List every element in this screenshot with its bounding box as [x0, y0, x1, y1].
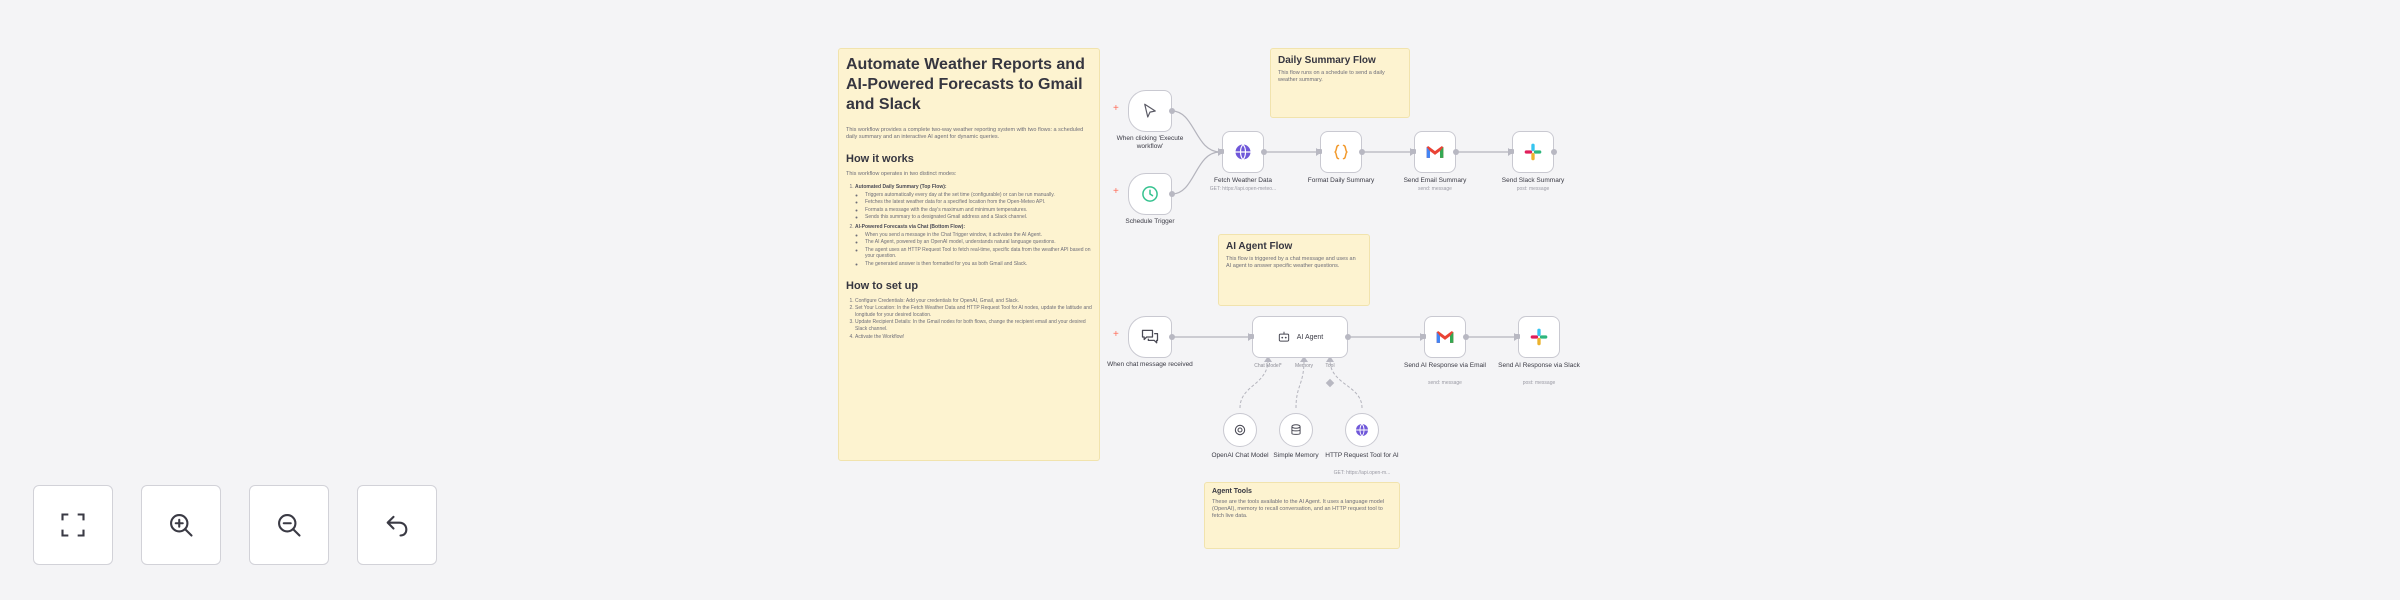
slack-icon	[1530, 328, 1548, 346]
how-step: Automated Daily Summary (Top Flow): Trig…	[855, 184, 1092, 221]
agent-tools-body: These are the tools available to the AI …	[1212, 499, 1385, 519]
setup-step: Activate the Workflow!	[855, 334, 1092, 341]
robot-icon	[1278, 331, 1289, 342]
http-tool-node[interactable]	[1345, 413, 1379, 447]
slack-icon	[1524, 143, 1542, 161]
add-trigger-icon[interactable]: +	[1113, 329, 1119, 340]
send-ai-slack-node[interactable]	[1515, 316, 1560, 358]
send-slack-summary-label: Send Slack Summary	[1501, 177, 1565, 184]
manual-trigger-node[interactable]	[1128, 90, 1175, 132]
ai-agent-node[interactable]: AI Agent	[1249, 316, 1351, 358]
how-it-works-list: Automated Daily Summary (Top Flow): Trig…	[846, 184, 1092, 268]
send-email-summary-label: Send Email Summary	[1403, 177, 1467, 184]
setup-step: Set Your Location: In the Fetch Weather …	[855, 305, 1092, 318]
send-slack-summary-node[interactable]	[1509, 131, 1557, 173]
send-ai-email-label: Send AI Response via Email	[1403, 362, 1487, 369]
setup-step: Configure Credentials: Add your credenti…	[855, 298, 1092, 305]
daily-summary-title: Daily Summary Flow	[1278, 55, 1376, 66]
braces-icon	[1334, 144, 1348, 160]
send-slack-summary-sub: post: message	[1516, 186, 1550, 192]
daily-summary-note[interactable]: Daily Summary Flow This flow runs on a s…	[1270, 48, 1410, 118]
how-step-bullet: Triggers automatically every day at the …	[865, 192, 1092, 199]
send-ai-email-node[interactable]	[1421, 316, 1469, 358]
database-icon	[1291, 424, 1301, 435]
cursor-icon	[1144, 103, 1156, 118]
manual-trigger-label: When clicking 'Execute workflow'	[1116, 135, 1184, 150]
schedule-trigger-label: Schedule Trigger	[1125, 218, 1175, 225]
setup-heading: How to set up	[846, 279, 919, 292]
how-step-title: AI-Powered Forecasts via Chat (Bottom Fl…	[855, 223, 966, 230]
send-email-summary-node[interactable]	[1411, 131, 1459, 173]
chat-icon	[1141, 329, 1159, 344]
zoom-in-button[interactable]	[141, 485, 221, 565]
port-tool-label: Tool	[1325, 363, 1335, 369]
zoom-out-button[interactable]	[249, 485, 329, 565]
fit-view-button[interactable]	[33, 485, 113, 565]
chat-trigger-label: When chat message received	[1107, 361, 1193, 368]
ai-agent-note-title: AI Agent Flow	[1226, 241, 1293, 252]
add-trigger-icon[interactable]: +	[1113, 103, 1119, 114]
agent-tools-title: Agent Tools	[1212, 488, 1252, 495]
memory-label: Simple Memory	[1273, 452, 1319, 459]
clock-icon	[1142, 186, 1158, 202]
http-tool-label: HTTP Request Tool for AI	[1325, 452, 1399, 459]
format-summary-node[interactable]	[1317, 131, 1365, 173]
openai-model-label: OpenAI Chat Model	[1211, 452, 1269, 459]
how-it-works-intro: This workflow operates in two distinct m…	[846, 171, 957, 177]
undo-icon	[386, 515, 408, 537]
send-ai-email-sub: send: message	[1428, 380, 1462, 386]
how-step-bullet: The generated answer is then formatted f…	[865, 261, 1092, 268]
http-tool-sub: GET: https://api.open-m...	[1333, 470, 1391, 476]
send-email-summary-sub: send: message	[1418, 186, 1452, 192]
workflow-intro: This workflow provides a complete two-wa…	[846, 127, 1084, 140]
how-step-bullet: The agent uses an HTTP Request Tool to f…	[865, 247, 1092, 260]
how-step-bullet: When you send a message in the Chat Trig…	[865, 232, 1092, 239]
daily-summary-body: This flow runs on a schedule to send a d…	[1278, 70, 1385, 83]
fetch-weather-sub: GET: https://api.open-meteo...	[1209, 186, 1277, 192]
undo-button[interactable]	[357, 485, 437, 565]
port-memory-label: Memory	[1294, 363, 1314, 369]
globe-icon	[1235, 144, 1251, 160]
chat-trigger-node[interactable]	[1128, 316, 1175, 358]
ai-agent-label: AI Agent	[1296, 333, 1324, 341]
how-step-bullet: Sends this summary to a designated Gmail…	[865, 214, 1092, 221]
memory-node[interactable]	[1279, 413, 1313, 447]
how-step-title: Automated Daily Summary (Top Flow):	[855, 184, 947, 190]
send-ai-slack-label: Send AI Response via Slack	[1498, 362, 1580, 369]
fetch-weather-label: Fetch Weather Data	[1213, 177, 1273, 184]
openai-icon	[1234, 424, 1246, 436]
send-ai-slack-sub: post: message	[1522, 380, 1556, 386]
setup-step: Update Recipient Details: In the Gmail n…	[855, 319, 1092, 332]
how-step-bullet: The AI Agent, powered by an OpenAI model…	[865, 239, 1092, 246]
ai-agent-note-body: This flow is triggered by a chat message…	[1226, 256, 1356, 269]
fit-view-icon	[61, 513, 85, 537]
fetch-weather-node[interactable]	[1219, 131, 1267, 173]
how-step-bullet: Formats a message with the day's maximum…	[865, 207, 1092, 214]
schedule-trigger-node[interactable]	[1128, 173, 1175, 215]
zoom-in-icon	[170, 514, 193, 537]
agent-tools-note[interactable]: Agent Tools These are the tools availabl…	[1204, 482, 1400, 549]
add-trigger-icon[interactable]: +	[1113, 186, 1119, 197]
format-summary-label: Format Daily Summary	[1307, 177, 1375, 184]
how-step-bullet: Fetches the latest weather data for a sp…	[865, 199, 1092, 206]
how-step: AI-Powered Forecasts via Chat (Bottom Fl…	[855, 224, 1092, 268]
setup-list: Configure Credentials: Add your credenti…	[846, 298, 1092, 341]
globe-icon	[1356, 423, 1368, 437]
gmail-icon	[1436, 331, 1454, 343]
ai-agent-note[interactable]: AI Agent Flow This flow is triggered by …	[1218, 234, 1370, 306]
gmail-icon	[1426, 146, 1444, 158]
zoom-out-icon	[278, 514, 301, 537]
how-it-works-heading: How it works	[846, 153, 914, 165]
openai-model-node[interactable]	[1223, 413, 1257, 447]
workflow-description-note[interactable]: Automate Weather Reports and AI-Powered …	[838, 48, 1100, 461]
workflow-title: Automate Weather Reports and AI-Powered …	[846, 56, 1085, 113]
port-chat-model-label: Chat Model*	[1254, 363, 1282, 369]
